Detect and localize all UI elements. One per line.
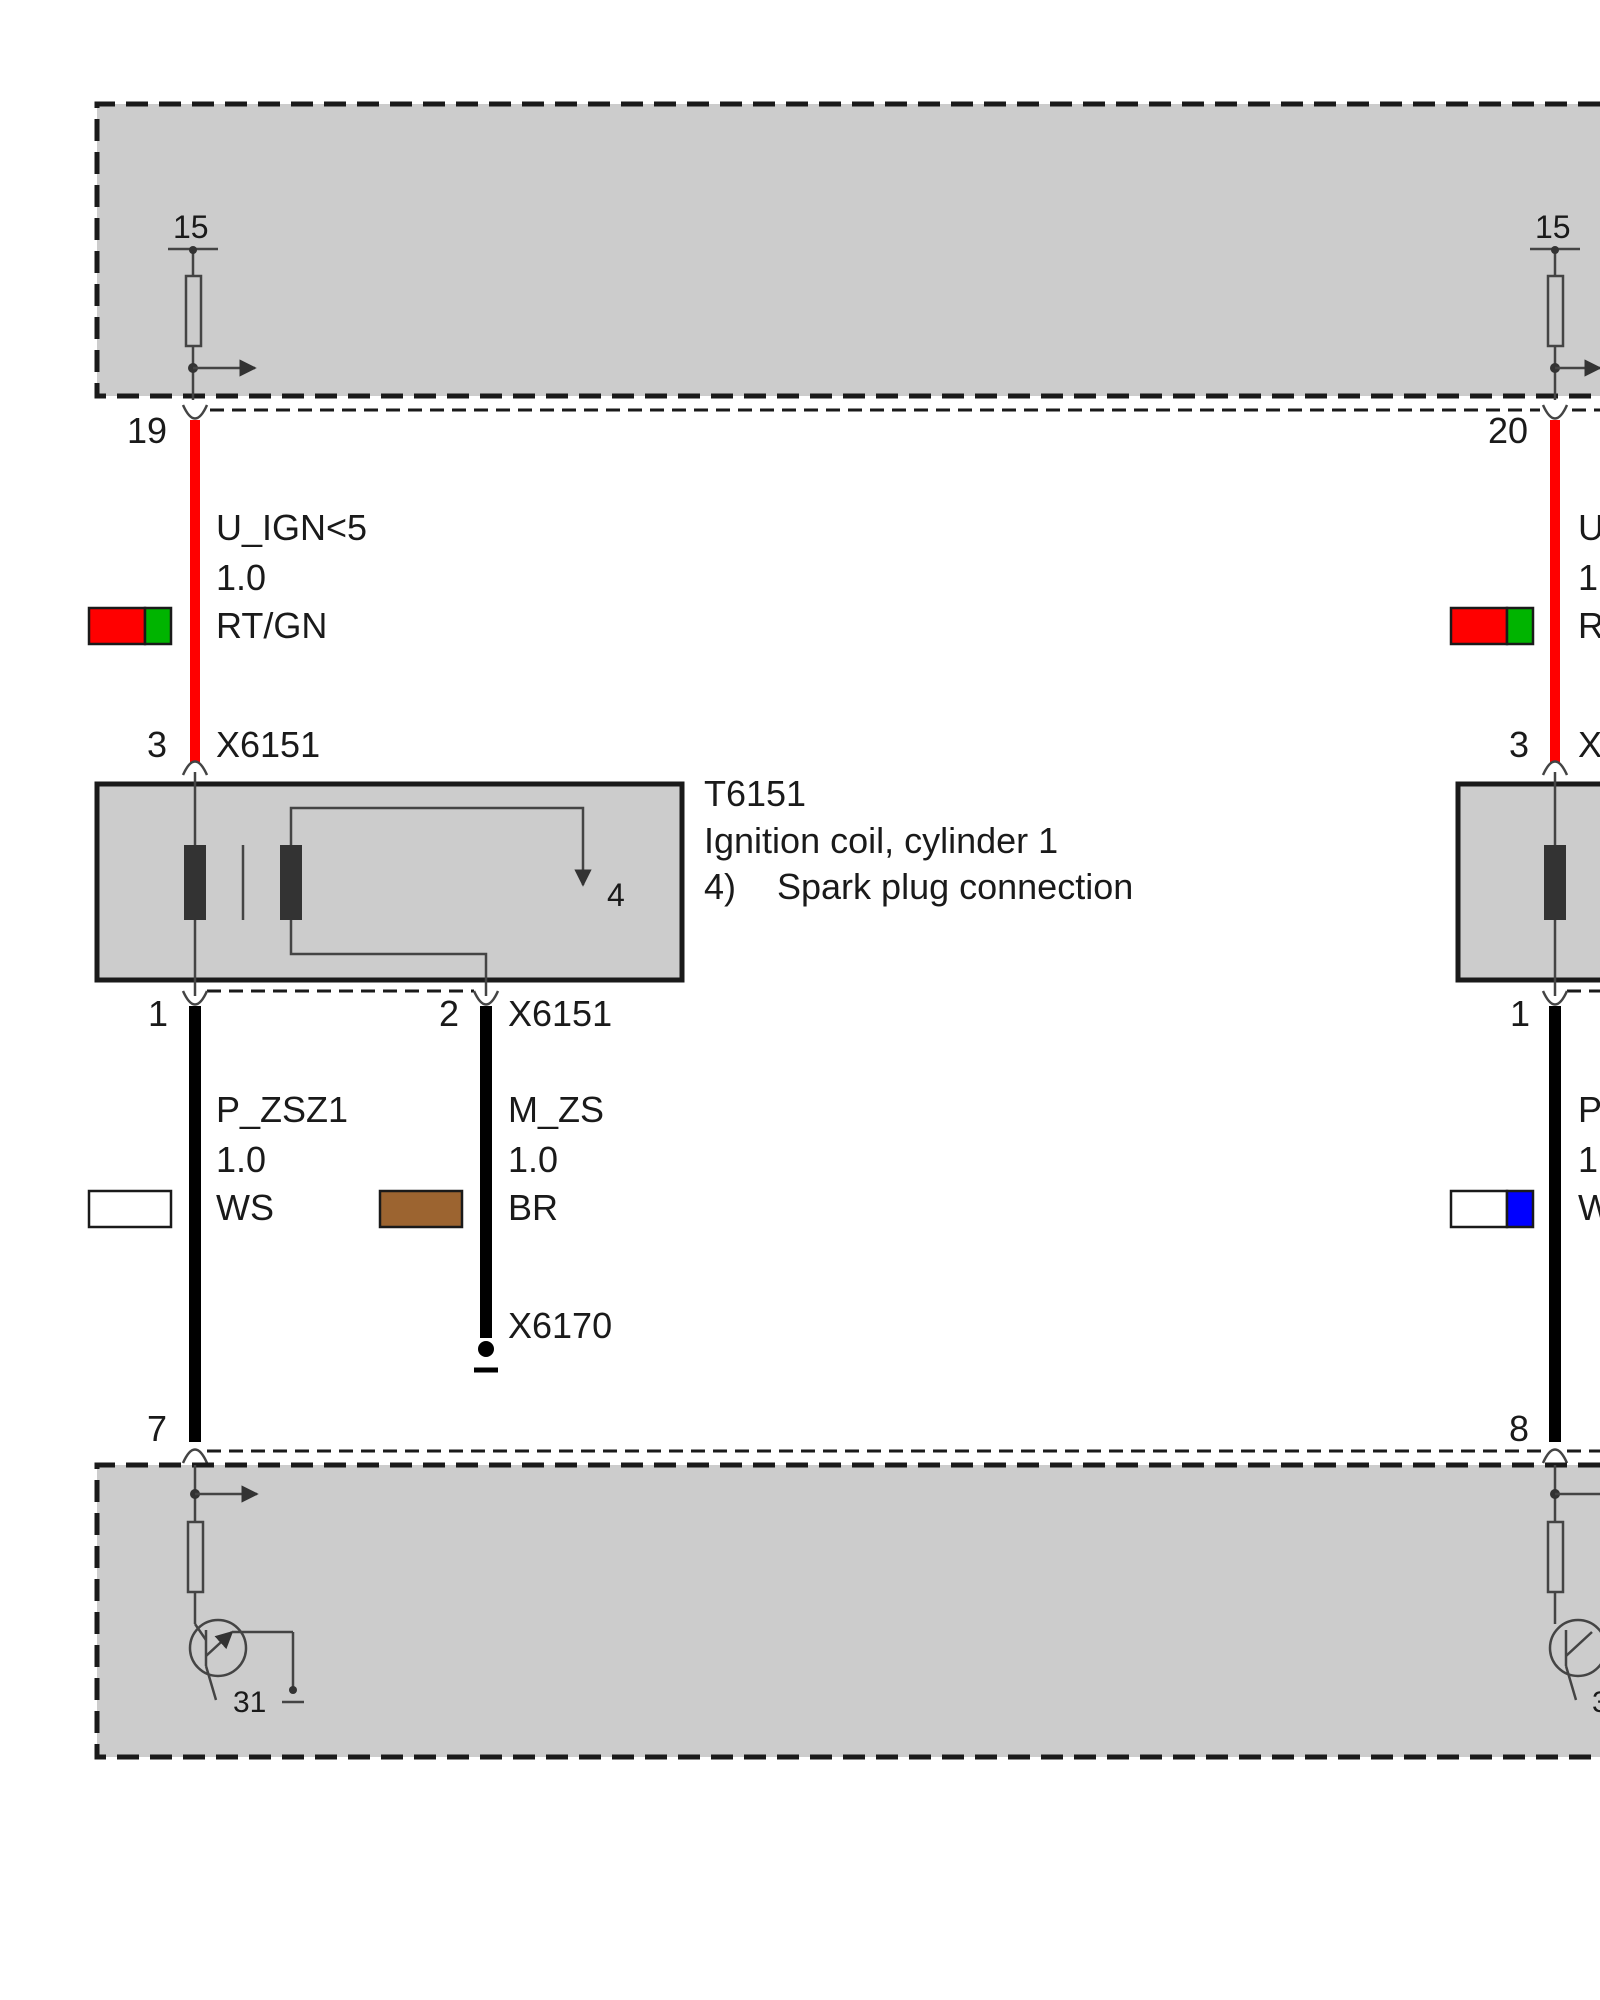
left-top-wire-size: 1.0 xyxy=(216,557,266,598)
left-bottom-wire-signal: P_ZSZ1 xyxy=(216,1089,348,1130)
ignition-coil-output-pin: 4 xyxy=(607,877,625,913)
white-blue-color-swatch-icon xyxy=(1449,1189,1535,1229)
right-bottom-wire-color-code: W xyxy=(1578,1187,1600,1228)
left-connector-bottom-pin-left: 1 xyxy=(148,993,168,1034)
left-supply-resistor-symbol xyxy=(168,246,257,400)
right-bottom-wire-signal: P xyxy=(1578,1089,1600,1130)
left-pin-top: 19 xyxy=(127,410,167,451)
left-driver-transistor-icon xyxy=(186,1465,304,1704)
left-connector-bottom-pin-right: 2 xyxy=(439,993,459,1034)
white-color-swatch-icon xyxy=(87,1189,173,1229)
right-connector-bottom-pin-left: 1 xyxy=(1510,993,1530,1034)
ground-terminal: 31 xyxy=(233,1686,266,1719)
left-top-wire-color-code: RT/GN xyxy=(216,605,327,646)
left-top-wire-signal: U_IGN<5 xyxy=(216,507,367,548)
right-pin-top: 20 xyxy=(1488,410,1528,451)
right-connector-top-name: X xyxy=(1578,724,1600,765)
bottom-control-unit-panel xyxy=(97,1465,1600,1757)
ground-point-label: X6170 xyxy=(508,1305,612,1346)
component-description: Ignition coil, cylinder 1 xyxy=(704,820,1058,861)
right-top-wire-color-code: R xyxy=(1578,605,1600,646)
left-connector-top-pin: 3 xyxy=(147,724,167,765)
left-pin-bottom: 7 xyxy=(147,1408,167,1449)
ground-wire-color-code: BR xyxy=(508,1187,558,1228)
right-top-wire-signal: U xyxy=(1578,507,1600,548)
left-connector-bottom-name: X6151 xyxy=(508,993,612,1034)
right-pin-bottom: 8 xyxy=(1509,1408,1529,1449)
left-connector-top-name: X6151 xyxy=(216,724,320,765)
left-bottom-wire-color-code: WS xyxy=(216,1187,274,1228)
component-note-number: 4) xyxy=(704,866,736,907)
bottom-control-unit: 31 3 xyxy=(94,1448,1600,1760)
component-note-text: Spark plug connection xyxy=(777,866,1133,907)
right-supply-terminal: 15 xyxy=(1535,209,1571,245)
right-supply-resistor-symbol xyxy=(1530,246,1600,400)
ground-wire-signal: M_ZS xyxy=(508,1089,604,1130)
right-ground-terminal-partial: 3 xyxy=(1592,1686,1600,1719)
top-control-unit: 15 15 xyxy=(94,101,1600,412)
right-top-wire-size: 1 xyxy=(1578,557,1598,598)
red-green-color-swatch-icon xyxy=(87,606,173,646)
right-driver-transistor-icon xyxy=(1546,1465,1600,1701)
left-bottom-wire-size: 1.0 xyxy=(216,1139,266,1180)
ground-wire-size: 1.0 xyxy=(508,1139,558,1180)
right-ignition-coil-component xyxy=(1455,772,1600,996)
ignition-coil-component xyxy=(94,772,685,996)
right-red-green-color-swatch-icon xyxy=(1449,606,1535,646)
ground-point-icon xyxy=(474,1341,498,1373)
left-supply-terminal: 15 xyxy=(173,209,209,245)
brown-color-swatch-icon xyxy=(378,1189,464,1229)
right-connector-top-pin: 3 xyxy=(1509,724,1529,765)
right-bottom-wire-size: 1 xyxy=(1578,1139,1598,1180)
component-id: T6151 xyxy=(704,773,806,814)
top-control-unit-panel xyxy=(97,104,1600,396)
